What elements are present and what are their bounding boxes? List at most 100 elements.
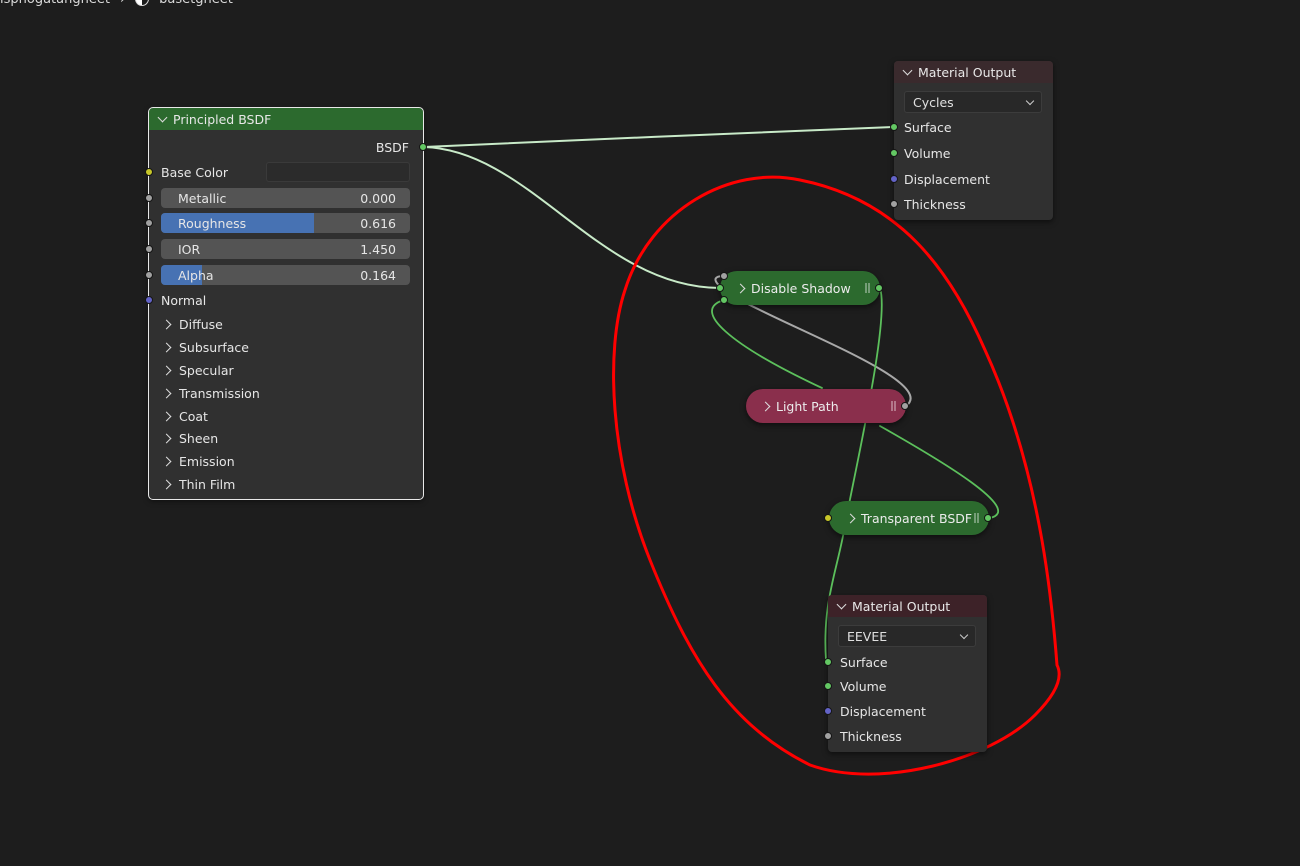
disable-shadow-shader2-socket[interactable] xyxy=(720,296,728,304)
ior-field[interactable]: IOR 1.450 xyxy=(161,239,410,259)
field-value: 1.450 xyxy=(360,241,396,257)
material-output-cycles-node[interactable]: Material Output Cycles Surface Volume Di… xyxy=(890,61,1053,220)
chevron-right-icon xyxy=(161,433,172,443)
socket-label: Thickness xyxy=(904,196,966,212)
dropdown-value: Cycles xyxy=(913,94,954,110)
breadcrumb: ispnogatangheet › basetgheet xyxy=(0,0,233,7)
base-color-field[interactable] xyxy=(266,162,410,182)
chevron-right-icon xyxy=(161,365,172,375)
disable-shadow-node[interactable]: Disable Shadow xyxy=(720,271,880,305)
light-path-node[interactable]: Light Path xyxy=(746,389,906,423)
socket-label: Volume xyxy=(840,678,887,694)
surface-input-row: Surface xyxy=(894,117,1053,137)
roughness-socket[interactable] xyxy=(145,219,153,227)
field-label: Alpha xyxy=(178,267,214,283)
disable-shadow-output-socket[interactable] xyxy=(875,284,883,292)
transparent-bsdf-node[interactable]: Transparent BSDF xyxy=(829,501,989,535)
link-lightpath-to-disable-shadow-fac xyxy=(714,275,912,407)
breadcrumb-item-material[interactable]: ispnogatangheet xyxy=(0,0,110,7)
red-annotation-loop xyxy=(612,175,1061,776)
panel-label: Specular xyxy=(179,362,234,378)
chevron-right-icon xyxy=(161,411,172,421)
panel-specular[interactable]: Specular xyxy=(149,360,423,380)
link-transparent-to-disable-shadow xyxy=(711,299,823,389)
light-path-output-socket[interactable] xyxy=(901,402,909,410)
breadcrumb-item-node-tree[interactable]: basetgheet xyxy=(159,0,233,7)
chevron-right-icon xyxy=(161,319,172,329)
chevron-down-icon[interactable] xyxy=(902,65,913,75)
normal-row: Normal xyxy=(149,290,423,310)
displacement-socket[interactable] xyxy=(890,175,898,183)
surface-input-row: Surface xyxy=(828,652,987,672)
panel-coat[interactable]: Coat xyxy=(149,406,423,426)
principled-bsdf-node[interactable]: Principled BSDF BSDF Base Color Metallic… xyxy=(145,107,427,500)
panel-label: Emission xyxy=(179,453,235,469)
base-color-row: Base Color xyxy=(149,162,423,182)
panel-subsurface[interactable]: Subsurface xyxy=(149,337,423,357)
chevron-right-icon[interactable] xyxy=(760,401,771,411)
chevron-right-icon xyxy=(161,479,172,489)
field-label: Metallic xyxy=(178,190,227,206)
breadcrumb-separator-icon: › xyxy=(120,0,125,7)
node-title: Principled BSDF xyxy=(173,111,272,127)
principled-bsdf-header[interactable]: Principled BSDF xyxy=(149,108,423,130)
panel-diffuse[interactable]: Diffuse xyxy=(149,314,423,334)
thickness-socket[interactable] xyxy=(824,732,832,740)
link-bsdf-to-cycles-surface xyxy=(423,126,894,148)
volume-socket[interactable] xyxy=(824,682,832,690)
panel-thin-film[interactable]: Thin Film xyxy=(149,474,423,494)
node-grip-icon[interactable] xyxy=(974,513,979,523)
surface-socket[interactable] xyxy=(890,123,898,131)
thickness-socket[interactable] xyxy=(890,200,898,208)
disable-shadow-fac-socket[interactable] xyxy=(720,272,728,280)
socket-label: Displacement xyxy=(904,171,990,187)
alpha-socket[interactable] xyxy=(145,271,153,279)
displacement-input-row: Displacement xyxy=(894,169,1053,189)
volume-input-row: Volume xyxy=(828,676,987,696)
node-grip-icon[interactable] xyxy=(865,283,870,293)
render-target-dropdown[interactable]: EEVEE xyxy=(838,625,976,647)
transparent-output-socket[interactable] xyxy=(984,514,992,522)
node-title: Material Output xyxy=(852,598,951,614)
bsdf-output-socket[interactable] xyxy=(419,143,427,151)
surface-socket[interactable] xyxy=(824,658,832,666)
material-output-header[interactable]: Material Output xyxy=(828,595,987,617)
field-value: 0.000 xyxy=(360,190,396,206)
panel-transmission[interactable]: Transmission xyxy=(149,383,423,403)
metallic-field[interactable]: Metallic 0.000 xyxy=(161,188,410,208)
panel-label: Coat xyxy=(179,408,208,424)
panel-label: Sheen xyxy=(179,430,219,446)
link-bsdf-to-disable-shadow xyxy=(423,146,721,289)
roughness-field[interactable]: Roughness 0.616 xyxy=(161,213,410,233)
normal-socket[interactable] xyxy=(145,296,153,304)
metallic-socket[interactable] xyxy=(145,194,153,202)
base-color-socket[interactable] xyxy=(145,168,153,176)
disable-shadow-shader1-socket[interactable] xyxy=(716,284,724,292)
node-title: Material Output xyxy=(918,64,1017,80)
chevron-down-icon[interactable] xyxy=(836,599,847,609)
render-target-dropdown[interactable]: Cycles xyxy=(904,91,1042,113)
alpha-field[interactable]: Alpha 0.164 xyxy=(161,265,410,285)
socket-label: Surface xyxy=(904,119,952,135)
panel-label: Transmission xyxy=(179,385,260,401)
panel-sheen[interactable]: Sheen xyxy=(149,428,423,448)
socket-label: Thickness xyxy=(840,728,902,744)
node-title: Transparent BSDF xyxy=(861,510,973,526)
field-label: Roughness xyxy=(178,215,247,231)
chevron-right-icon xyxy=(161,388,172,398)
chevron-right-icon xyxy=(161,456,172,466)
ior-socket[interactable] xyxy=(145,245,153,253)
panel-label: Subsurface xyxy=(179,339,249,355)
chevron-right-icon[interactable] xyxy=(845,513,856,523)
material-output-header[interactable]: Material Output xyxy=(894,61,1053,83)
chevron-down-icon[interactable] xyxy=(157,112,168,122)
field-value: 0.616 xyxy=(360,215,396,231)
displacement-socket[interactable] xyxy=(824,707,832,715)
material-output-eevee-node[interactable]: Material Output EEVEE Surface Volume Dis… xyxy=(824,595,987,752)
volume-socket[interactable] xyxy=(890,149,898,157)
node-grip-icon[interactable] xyxy=(891,401,896,411)
chevron-right-icon[interactable] xyxy=(735,283,746,293)
dropdown-arrow-icon xyxy=(1025,96,1035,106)
transparent-color-socket[interactable] xyxy=(824,514,832,522)
panel-emission[interactable]: Emission xyxy=(149,451,423,471)
